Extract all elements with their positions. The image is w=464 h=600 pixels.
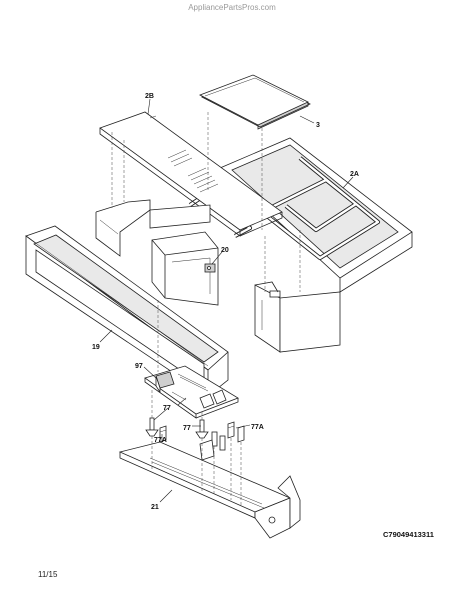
part-77A-clip-right[interactable]	[227, 421, 245, 443]
label-part-2A: 2A	[350, 171, 359, 178]
part-3-cover-plate[interactable]	[199, 74, 311, 130]
label-part-77A-left: 77A	[154, 437, 167, 444]
label-part-77-left: 77	[163, 405, 171, 412]
part-77-standoff-left[interactable]	[145, 417, 159, 437]
part-77A-clip-left[interactable]	[159, 425, 167, 443]
part-2B-top-trim[interactable]	[99, 111, 283, 237]
part-19-control-panel-frame[interactable]	[25, 225, 229, 397]
page-number: 11/15	[38, 570, 58, 579]
part-20-bracket[interactable]	[151, 231, 219, 306]
leader-lines	[99, 98, 354, 503]
label-part-77A-right: 77A	[251, 424, 264, 431]
part-77-standoff-center[interactable]	[195, 419, 209, 439]
standoff-small-right	[211, 431, 226, 451]
label-part-20: 20	[221, 247, 229, 254]
diagram-code: C79049413311	[383, 530, 434, 539]
label-part-3: 3	[316, 122, 320, 129]
label-part-77-center: 77	[183, 425, 191, 432]
watermark-text: AppliancePartsPros.com	[188, 3, 276, 12]
part-97-control-board[interactable]	[144, 365, 239, 419]
label-part-97: 97	[135, 363, 143, 370]
label-part-2B: 2B	[145, 93, 154, 100]
part-2A-oven-top-housing[interactable]	[188, 137, 413, 353]
label-part-21: 21	[151, 504, 159, 511]
part-21-mounting-tray[interactable]	[118, 439, 301, 539]
label-part-19: 19	[92, 344, 100, 351]
left-frame-bracket	[95, 199, 211, 257]
alignment-dashed-lines	[111, 112, 301, 505]
